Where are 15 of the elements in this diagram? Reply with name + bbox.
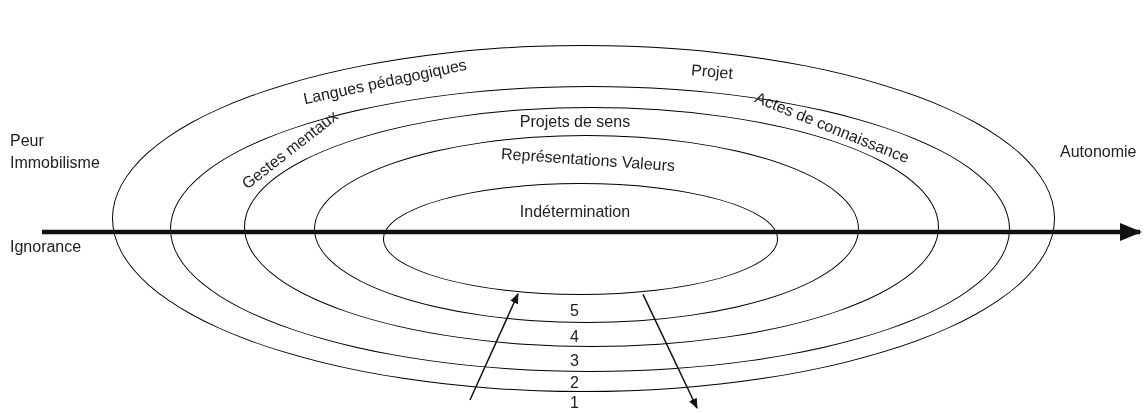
side-label: 5 — [570, 302, 579, 319]
side-label: Peur Immobilisme — [10, 131, 101, 173]
side-label: 2 — [570, 374, 579, 391]
side-label: Ignorance — [10, 237, 82, 257]
side-label: Autonomie — [1060, 142, 1137, 162]
ellipse-ring — [112, 45, 1055, 392]
ring-label: Indétermination — [519, 204, 631, 220]
ring-label: Projets de sens — [519, 114, 631, 130]
ring-label: Projet — [690, 62, 734, 82]
ring-label: Représentations Valeurs — [500, 145, 676, 175]
arrow — [642, 293, 698, 409]
arrow — [469, 292, 519, 401]
side-label: 1 — [570, 394, 579, 411]
side-label: 3 — [570, 352, 579, 369]
side-label: 4 — [570, 328, 579, 345]
